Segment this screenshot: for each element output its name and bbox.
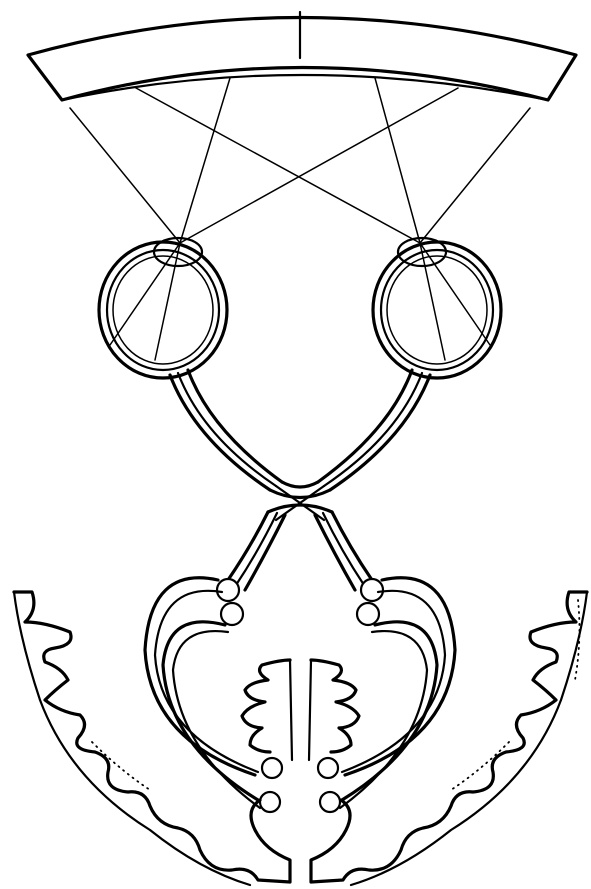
light-rays xyxy=(70,78,530,360)
left-lgn-upper xyxy=(217,579,239,601)
optic-chiasm xyxy=(268,482,332,520)
optic-tracts xyxy=(228,512,372,590)
right-visual-cortex xyxy=(311,592,587,885)
right-optic-radiations xyxy=(318,578,455,812)
lateral-geniculate-nuclei xyxy=(217,579,383,625)
right-lgn-lower xyxy=(357,603,379,625)
left-lgn-lower xyxy=(221,603,243,625)
right-eye xyxy=(373,238,501,378)
left-visual-cortex xyxy=(14,592,290,885)
left-optic-radiations xyxy=(145,578,282,812)
optic-nerves xyxy=(170,370,430,490)
visual-field xyxy=(28,12,576,100)
left-eye xyxy=(99,238,227,378)
right-lgn-upper xyxy=(361,579,383,601)
left-medial-cortex xyxy=(242,660,292,760)
right-medial-cortex xyxy=(309,660,359,760)
